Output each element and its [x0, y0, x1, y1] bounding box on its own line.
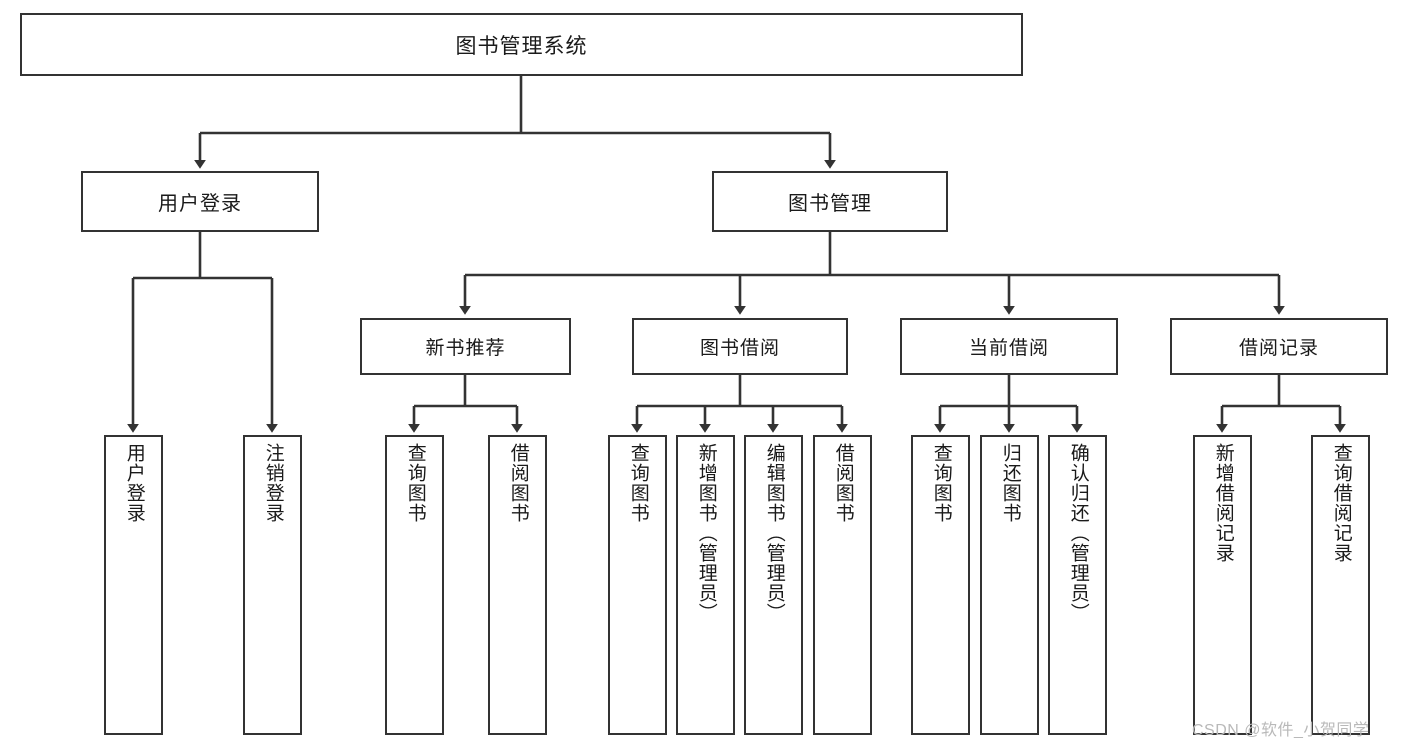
leaf-user-login-logout[interactable]: 注销登录 — [243, 435, 302, 735]
node-label: 查询图书 — [627, 443, 649, 523]
node-label: 图书借阅 — [699, 338, 780, 359]
node-label: 编辑图书（管理员） — [763, 443, 785, 623]
node-book-management[interactable]: 图书管理 — [712, 171, 948, 232]
node-label: 借阅图书 — [832, 443, 854, 523]
leaf-current-borrow-confirm-return-admin[interactable]: 确认归还（管理员） — [1048, 435, 1107, 735]
node-new-book-recommend[interactable]: 新书推荐 — [360, 318, 571, 375]
leaf-borrow-record-add-record[interactable]: 新增借阅记录 — [1193, 435, 1252, 735]
node-current-borrow[interactable]: 当前借阅 — [900, 318, 1118, 375]
leaf-book-borrow-add-book-admin[interactable]: 新增图书（管理员） — [676, 435, 735, 735]
node-label: 用户登录 — [158, 193, 242, 215]
node-label: 注销登录 — [262, 443, 284, 523]
node-label: 查询图书 — [930, 443, 952, 523]
leaf-current-borrow-query-books[interactable]: 查询图书 — [911, 435, 970, 735]
node-label: 图书管理 — [788, 193, 872, 215]
node-label: 当前借阅 — [968, 338, 1049, 359]
node-label: 查询图书 — [404, 443, 426, 523]
leaf-borrow-record-query-record[interactable]: 查询借阅记录 — [1311, 435, 1370, 735]
node-label: 新增图书（管理员） — [695, 443, 717, 623]
watermark-text: CSDN @软件_小贺同学 — [1192, 722, 1370, 739]
node-label: 确认归还（管理员） — [1067, 443, 1089, 623]
node-label: 新增借阅记录 — [1212, 443, 1234, 563]
node-label: 借阅图书 — [507, 443, 529, 523]
leaf-current-borrow-return-books[interactable]: 归还图书 — [980, 435, 1039, 735]
leaf-book-borrow-query-books[interactable]: 查询图书 — [608, 435, 667, 735]
leaf-new-book-borrow-books[interactable]: 借阅图书 — [488, 435, 547, 735]
node-label: 图书管理系统 — [455, 34, 588, 58]
node-root-book-management-system[interactable]: 图书管理系统 — [20, 13, 1023, 76]
leaf-new-book-query-books[interactable]: 查询图书 — [385, 435, 444, 735]
node-label: 用户登录 — [123, 443, 145, 523]
node-borrow-record[interactable]: 借阅记录 — [1170, 318, 1388, 375]
node-label: 归还图书 — [999, 443, 1021, 523]
node-label: 借阅记录 — [1238, 338, 1319, 359]
leaf-user-login-login[interactable]: 用户登录 — [104, 435, 163, 735]
leaf-book-borrow-edit-book-admin[interactable]: 编辑图书（管理员） — [744, 435, 803, 735]
leaf-book-borrow-borrow-books[interactable]: 借阅图书 — [813, 435, 872, 735]
node-book-borrow[interactable]: 图书借阅 — [632, 318, 848, 375]
node-label: 新书推荐 — [425, 338, 506, 359]
node-user-login[interactable]: 用户登录 — [81, 171, 319, 232]
node-label: 查询借阅记录 — [1330, 443, 1352, 563]
